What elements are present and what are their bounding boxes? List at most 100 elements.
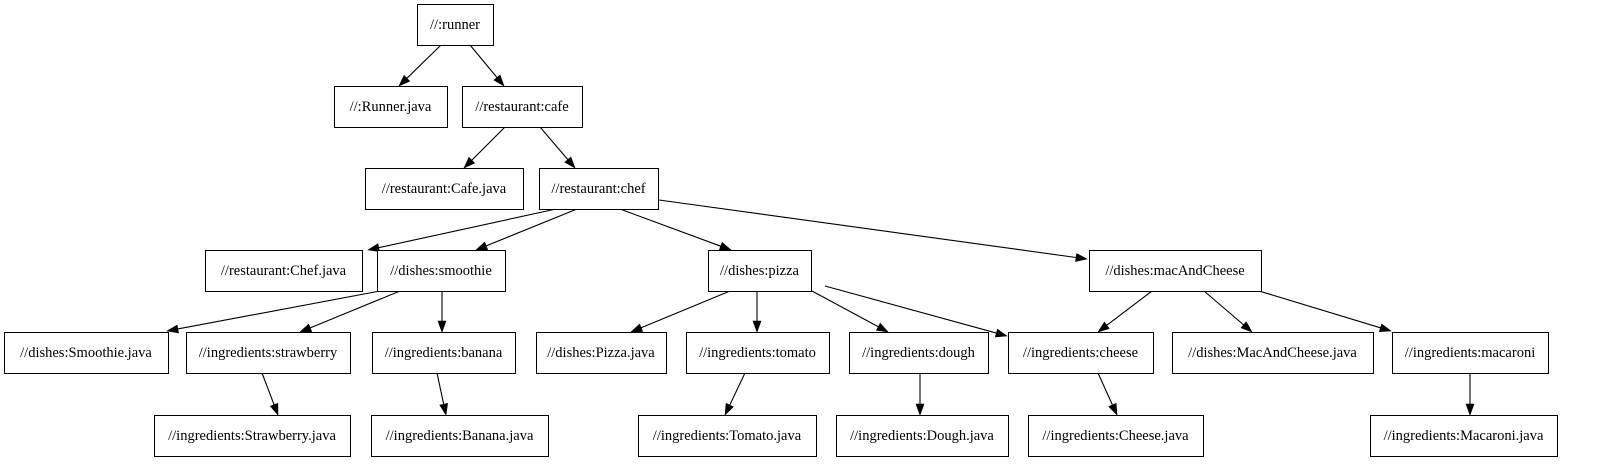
node-box[interactable] (462, 86, 583, 128)
graph-node-ing_tomatojava[interactable]: //ingredients:Tomato.java (638, 415, 817, 457)
graph-node-ing_macaroni[interactable]: //ingredients:macaroni (1392, 332, 1549, 374)
node-label: //restaurant:cafe (475, 99, 568, 115)
node-box[interactable] (377, 250, 506, 292)
node-label: //ingredients:Tomato.java (653, 428, 802, 444)
node-box[interactable] (365, 168, 524, 210)
edge-ing_tomato-to-ing_tomatojava (724, 372, 746, 416)
node-box[interactable] (154, 415, 351, 457)
graph-node-ing_dough[interactable]: //ingredients:dough (849, 332, 989, 374)
node-box[interactable] (1392, 332, 1549, 374)
node-box[interactable] (1089, 250, 1262, 292)
arrowhead-icon (166, 324, 179, 334)
node-label: //restaurant:chef (551, 181, 645, 197)
edge-restaurant_chef-to-dishes_smoothie (475, 208, 578, 251)
graph-node-ing_cheese[interactable]: //ingredients:cheese (1008, 332, 1154, 374)
graph-node-runner[interactable]: //:runner (417, 4, 494, 46)
node-box[interactable] (539, 168, 659, 210)
edge-restaurant_cafe-to-restaurant_chef (539, 126, 576, 169)
node-box[interactable] (686, 332, 830, 374)
node-box[interactable] (417, 4, 494, 46)
node-label: //restaurant:Cafe.java (382, 181, 507, 197)
node-box[interactable] (849, 332, 989, 374)
edge-line (1258, 290, 1381, 329)
node-box[interactable] (186, 332, 351, 374)
edge-dishes_smoothie-to-ing_banana (437, 291, 447, 333)
edge-ing_strawberry-to-ing_strawberryjava (261, 372, 279, 416)
node-label: //ingredients:dough (862, 345, 976, 361)
graph-node-dishes_macandcheese[interactable]: //dishes:macAndCheese (1089, 250, 1262, 292)
node-box[interactable] (1028, 415, 1204, 457)
edge-line (824, 285, 997, 334)
node-box[interactable] (205, 250, 363, 292)
node-label: //ingredients:cheese (1023, 345, 1138, 361)
edge-line (406, 44, 442, 79)
edge-dishes_macandcheese-to-ing_cheese (1097, 290, 1153, 333)
node-box[interactable] (1008, 332, 1154, 374)
edge-dishes_smoothie-to-dishes_smoothiejava (166, 290, 381, 334)
node-label: //dishes:pizza (720, 263, 799, 279)
arrowhead-icon (752, 320, 762, 333)
graph-node-dishes_smoothie[interactable]: //dishes:smoothie (377, 250, 506, 292)
graph-node-dishes_smoothiejava[interactable]: //dishes:Smoothie.java (4, 332, 169, 374)
edge-line (471, 126, 506, 161)
graph-node-ing_strawberryjava[interactable]: //ingredients:Strawberry.java (154, 415, 351, 457)
node-box[interactable] (638, 415, 817, 457)
graph-node-restaurant_cafe[interactable]: //restaurant:cafe (462, 86, 583, 128)
graph-node-ing_tomato[interactable]: //ingredients:tomato (686, 332, 830, 374)
arrowhead-icon (475, 241, 489, 251)
edge-ing_macaroni-to-ing_macaronijava (1465, 373, 1475, 416)
graph-node-restaurant_cafejava[interactable]: //restaurant:Cafe.java (365, 168, 524, 210)
edge-line (177, 290, 381, 330)
node-box[interactable] (371, 415, 549, 457)
node-box[interactable] (708, 250, 812, 292)
arrowhead-icon (1465, 403, 1475, 416)
edge-line (436, 372, 445, 405)
node-label: //ingredients:strawberry (199, 345, 338, 361)
arrowhead-icon (367, 243, 380, 252)
node-label: //:Runner.java (350, 99, 432, 115)
graph-node-dishes_pizza[interactable]: //dishes:pizza (708, 250, 812, 292)
graph-node-restaurant_chef[interactable]: //restaurant:chef (539, 168, 659, 210)
graph-node-restaurant_chefjava[interactable]: //restaurant:Chef.java (205, 250, 363, 292)
node-label: //ingredients:tomato (699, 345, 816, 361)
graph-node-ing_macaronijava[interactable]: //ingredients:Macaroni.java (1370, 415, 1558, 457)
node-box[interactable] (1370, 415, 1558, 457)
node-box[interactable] (1172, 332, 1374, 374)
graph-node-ing_cheesejava[interactable]: //ingredients:Cheese.java (1028, 415, 1204, 457)
graph-node-ing_bananajava[interactable]: //ingredients:Banana.java (371, 415, 549, 457)
edge-line (1203, 290, 1244, 326)
arrowhead-icon (994, 328, 1008, 338)
graph-node-dishes_macjava[interactable]: //dishes:MacAndCheese.java (1172, 332, 1374, 374)
edge-ing_cheese-to-ing_cheesejava (1097, 372, 1118, 416)
edge-dishes_macandcheese-to-dishes_macjava (1203, 290, 1253, 333)
arrowhead-icon (398, 74, 411, 87)
node-label: //ingredients:banana (385, 345, 503, 361)
arrowhead-icon (1240, 321, 1253, 333)
graph-node-runner_java[interactable]: //:Runner.java (334, 86, 448, 128)
node-box[interactable] (334, 86, 448, 128)
graph-node-ing_doughjava[interactable]: //ingredients:Dough.java (836, 415, 1009, 457)
edge-line (539, 126, 569, 160)
edge-restaurant_chef-to-restaurant_chefjava (367, 208, 557, 252)
arrowhead-icon (915, 403, 925, 416)
arrowhead-icon (564, 156, 576, 169)
edge-line (469, 44, 498, 78)
arrowhead-icon (875, 322, 889, 333)
node-box[interactable] (536, 332, 667, 374)
node-label: //dishes:smoothie (390, 263, 492, 279)
edge-line (1097, 372, 1113, 406)
node-box[interactable] (836, 415, 1009, 457)
edge-line (485, 208, 578, 247)
node-label: //dishes:macAndCheese (1105, 263, 1244, 279)
graph-node-ing_banana[interactable]: //ingredients:banana (372, 332, 516, 374)
edge-line (261, 372, 275, 405)
edge-line (378, 208, 557, 249)
graph-node-ing_strawberry[interactable]: //ingredients:strawberry (186, 332, 351, 374)
graph-node-dishes_pizzajava[interactable]: //dishes:Pizza.java (536, 332, 667, 374)
node-box[interactable] (372, 332, 516, 374)
node-label: //ingredients:Banana.java (386, 428, 534, 444)
node-box[interactable] (4, 332, 169, 374)
edge-dishes_pizza-to-ing_tomato (752, 291, 762, 333)
arrowhead-icon (1378, 323, 1392, 332)
